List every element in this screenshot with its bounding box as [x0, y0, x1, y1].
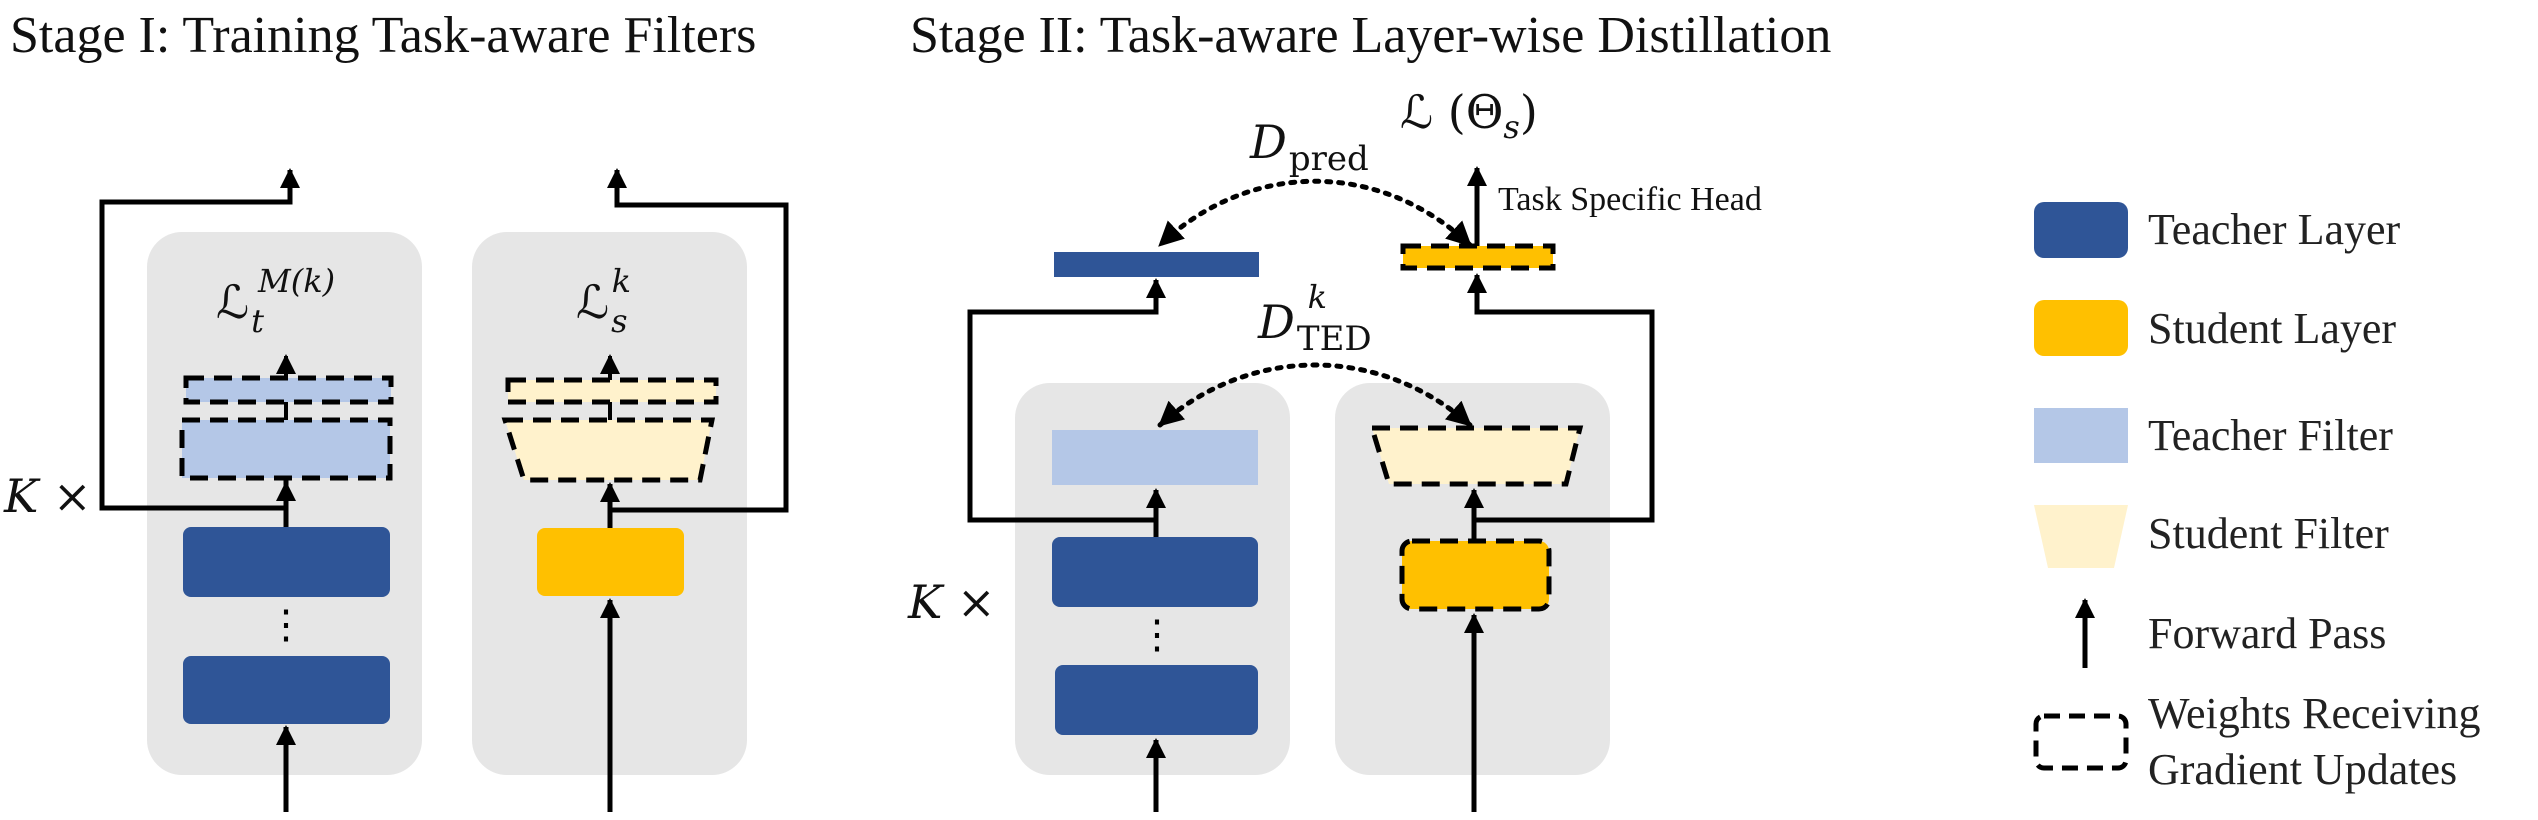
legend-teacher-filter-swatch	[2034, 408, 2128, 463]
stage2-teacher-loop-line	[967, 278, 1166, 523]
stage2-ted-distance-arc	[1157, 362, 1473, 428]
stage2-teacher-layer-bottom	[1055, 665, 1258, 735]
legend-gradient-label: Weights Receiving Gradient Updates	[2148, 689, 2492, 794]
stage1-student-loss-sub: s	[611, 302, 627, 340]
stage1-teacher-loss-sub: t	[251, 302, 264, 340]
stage1-student-loss-symbol: ℒ	[576, 275, 609, 329]
stage2-final-loss-close: )	[1520, 85, 1538, 139]
stage1-title: Stage I: Training Task-aware Filters	[10, 7, 756, 64]
stage2-pred-distance-sub: pred	[1289, 139, 1369, 179]
legend-gradient-swatch	[2033, 713, 2129, 771]
stage2-teacher-ellipsis: ⋮	[1137, 612, 1177, 657]
stage2-pred-distance-arc	[1157, 178, 1473, 248]
legend: Teacher Layer Student Layer Teacher Filt…	[2033, 202, 2492, 794]
legend-student-layer-swatch	[2034, 300, 2128, 356]
stage1-group: ⋮ ℒtM(k) K × ℒsk	[3, 168, 789, 812]
stage1-teacher-loop-line	[99, 168, 300, 511]
legend-student-filter-label: Student Filter	[2148, 509, 2389, 558]
stage1-repeat-label: K ×	[3, 469, 92, 523]
stage1-teacher-layer-top	[183, 527, 390, 597]
stage2-final-loss-sub: s	[1503, 108, 1519, 146]
legend-forward-pass-label: Forward Pass	[2148, 609, 2386, 658]
stage1-teacher-filter-head	[183, 375, 394, 405]
stage1-teacher-filter-body	[179, 417, 393, 481]
stage2-ted-distance-label: DTEDk	[1257, 278, 1372, 359]
legend-student-filter-swatch	[2034, 505, 2128, 568]
stage2-teacher-filter	[1052, 430, 1258, 485]
stage2-pred-distance-symbol: D	[1249, 115, 1287, 169]
stage2-pred-distance-label: Dpred	[1249, 115, 1369, 179]
stage2-ted-distance-sup: k	[1308, 278, 1327, 316]
legend-student-layer-label: Student Layer	[2148, 304, 2396, 353]
legend-teacher-layer-swatch	[2034, 202, 2128, 258]
stage2-final-loss-text: ℒ (Θ	[1400, 85, 1503, 139]
stage2-group: ⋮ K × Dpred DTEDk ℒ (Θs) Task Specific H…	[907, 85, 1762, 812]
stage1-teacher-loss: ℒtM(k)	[216, 262, 335, 340]
stage2-title: Stage II: Task-aware Layer-wise Distilla…	[910, 7, 1831, 64]
stage2-student-filter	[1368, 425, 1584, 487]
stage1-student-loss-sup: k	[612, 262, 631, 300]
stage2-repeat-label: K ×	[907, 575, 996, 629]
stage1-teacher-ellipsis: ⋮	[266, 602, 306, 647]
legend-gradient-label-line2: Gradient Updates	[2148, 745, 2457, 794]
stage2-student-layer	[1399, 538, 1552, 612]
legend-gradient-label-line1: Weights Receiving	[2148, 689, 2481, 738]
stage2-final-loss-label: ℒ (Θs)	[1400, 85, 1538, 146]
stage1-student-loop-line	[607, 168, 789, 513]
stage2-teacher-output-layer	[1054, 252, 1259, 277]
stage2-teacher-layer-top	[1052, 537, 1258, 607]
stage2-student-task-head	[1400, 243, 1556, 271]
stage1-student-loss: ℒsk	[576, 262, 631, 340]
stage1-teacher-layer-bottom	[183, 656, 390, 724]
stage2-ted-distance-symbol: D	[1257, 295, 1295, 349]
stage1-teacher-loss-sup: M(k)	[257, 262, 335, 300]
stage1-student-filter-body	[501, 417, 716, 483]
stage1-student-layer	[537, 528, 684, 596]
stage2-task-head-label: Task Specific Head	[1498, 181, 1762, 218]
stage1-teacher-loss-symbol: ℒ	[216, 275, 249, 329]
stage2-student-loop-line	[1467, 273, 1655, 523]
stage2-ted-distance-sub: TED	[1297, 319, 1372, 359]
stage1-student-filter-head	[505, 377, 719, 405]
legend-teacher-layer-label: Teacher Layer	[2148, 205, 2401, 254]
legend-teacher-filter-label: Teacher Filter	[2148, 411, 2393, 460]
